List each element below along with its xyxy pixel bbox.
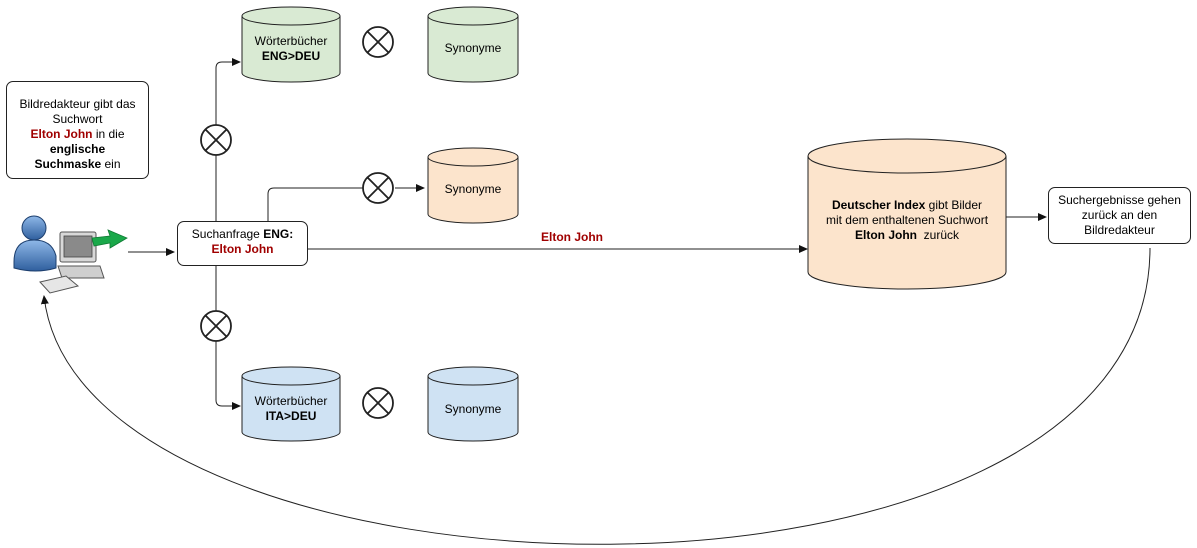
blocked-icon <box>362 26 394 58</box>
cylinder-dict-ita <box>241 366 341 442</box>
query-language: ENG: <box>263 227 294 241</box>
synonyms-top-label: Synonyme <box>444 41 502 55</box>
note-line-5-rest: ein <box>101 157 121 171</box>
edge-label-search-term: Elton John <box>541 230 603 244</box>
user-computer-icon <box>13 215 128 294</box>
note-line-4: englische <box>49 142 106 156</box>
index-line-2: mit dem enthaltenen Suchwort <box>825 213 989 227</box>
dict-eng-label: Wörterbücher ENG>DEU <box>242 34 340 64</box>
index-term: Elton John <box>854 228 917 242</box>
search-query-box: Suchanfrage ENG: Elton John <box>177 221 308 266</box>
results-line-2: zurück an den <box>1081 208 1158 222</box>
note-line-3: Elton John in die <box>7 127 148 142</box>
note-line-5: Suchmaske ein <box>7 157 148 172</box>
branch-to-eng-dict <box>215 58 241 229</box>
return-curve <box>40 247 1151 545</box>
cylinder-german-index <box>807 138 1007 290</box>
blocked-icon <box>362 172 394 204</box>
index-line-3-rest: zurück <box>916 228 959 242</box>
query-line-1: Suchanfrage ENG: <box>178 227 307 242</box>
blocked-icon <box>362 387 394 419</box>
results-box: Suchergebnisse gehen zurück an den Bildr… <box>1048 187 1191 244</box>
dict-ita-line-2: ITA>DEU <box>265 409 317 423</box>
results-line-3: Bildredakteur <box>1084 223 1155 237</box>
index-line-1: Deutscher Index gibt Bilder <box>810 198 1004 213</box>
dict-ita-label: Wörterbücher ITA>DEU <box>242 394 340 424</box>
cylinder-dict-eng <box>241 6 341 83</box>
cylinder-synonyms-bottom <box>427 366 519 442</box>
index-line-1-rest: gibt Bilder <box>925 198 983 212</box>
note-line-1: Bildredakteur gibt das <box>19 97 136 111</box>
synonyms-middle-label: Synonyme <box>444 182 502 196</box>
index-title: Deutscher Index <box>831 198 926 212</box>
note-line-2: Suchwort <box>52 112 103 126</box>
blocked-icon <box>200 310 232 342</box>
instruction-note: Bildredakteur gibt das Suchwort Elton Jo… <box>6 81 149 179</box>
dict-eng-line-1: Wörterbücher <box>254 34 328 48</box>
query-prefix: Suchanfrage <box>191 227 264 241</box>
blocked-icon <box>200 124 232 156</box>
branch-to-middle-synonyms <box>267 187 363 229</box>
german-index-label: Deutscher Index gibt Bilder mit dem enth… <box>810 198 1004 243</box>
note-line-3-rest: in die <box>92 127 125 141</box>
branch-to-ita-dict <box>215 266 241 410</box>
results-line-1: Suchergebnisse gehen <box>1058 193 1181 207</box>
synonyms-bottom-label: Synonyme <box>444 402 502 416</box>
cylinder-synonyms-middle <box>427 147 519 224</box>
cylinder-synonyms-top <box>427 6 519 83</box>
dict-ita-line-1: Wörterbücher <box>254 394 328 408</box>
dict-eng-line-2: ENG>DEU <box>261 49 321 63</box>
index-line-3: Elton John zurück <box>810 228 1004 243</box>
query-term: Elton John <box>211 242 274 256</box>
note-line-5-bold: Suchmaske <box>34 157 102 171</box>
note-search-term: Elton John <box>30 127 93 141</box>
